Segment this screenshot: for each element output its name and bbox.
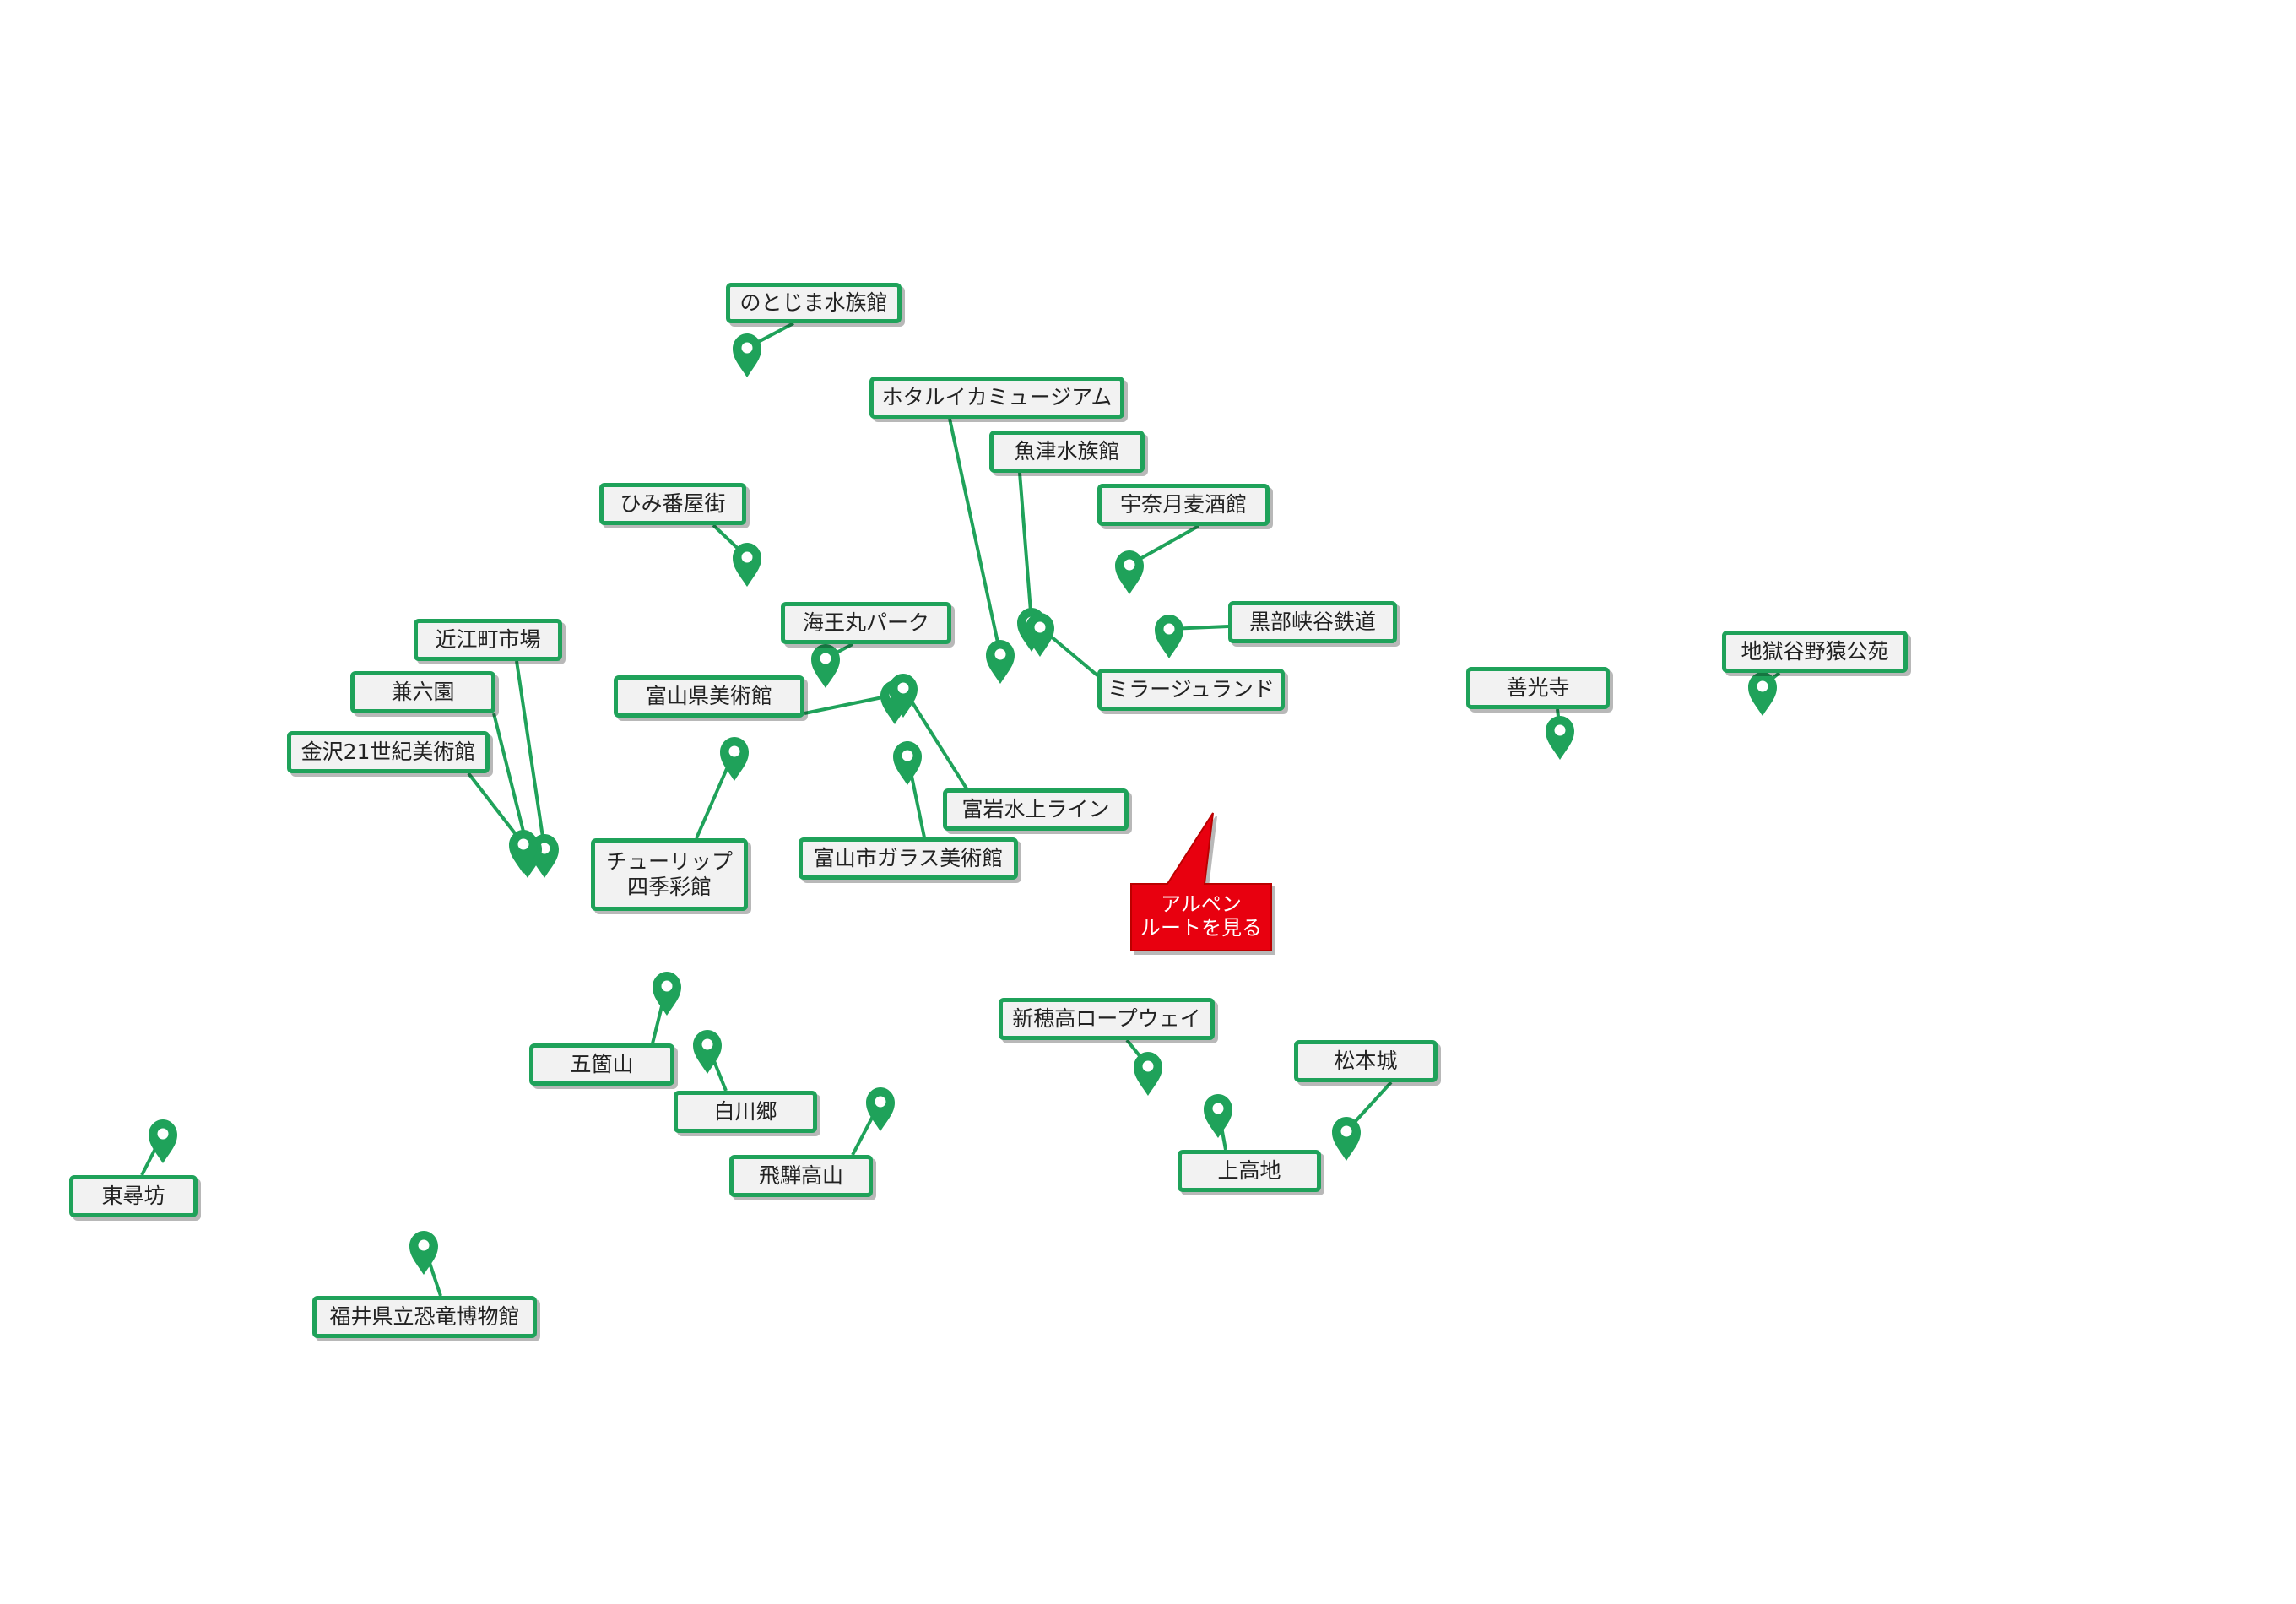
- spot-label-shirakawago[interactable]: 白川郷: [674, 1091, 817, 1133]
- leader-line-toyama-art-museum: [804, 693, 896, 715]
- spot-label-jigokudani[interactable]: 地獄谷野猿公苑: [1722, 631, 1908, 673]
- spot-label-unazuki-beer[interactable]: 宇奈月麦酒館: [1097, 484, 1270, 526]
- spot-label-kurobe-railway[interactable]: 黒部峡谷鉄道: [1228, 601, 1397, 643]
- spot-label-shinhotaka[interactable]: 新穂高ロープウェイ: [999, 998, 1215, 1040]
- spot-label-text: ミラージュランド: [1107, 677, 1275, 702]
- spot-label-fukui-dinosaur[interactable]: 福井県立恐竜博物館: [312, 1296, 537, 1338]
- spot-label-text: のとじま水族館: [739, 290, 888, 315]
- spot-label-toyama-art-museum[interactable]: 富山県美術館: [614, 675, 804, 718]
- leader-line-fugan-water-line: [902, 686, 968, 790]
- spot-label-kaiomaru-park[interactable]: 海王丸パーク: [781, 602, 951, 644]
- spot-label-text: 富山県美術館: [645, 684, 772, 708]
- spot-label-text: ホタルイカミュージアム: [881, 385, 1113, 409]
- spot-label-mirage-land[interactable]: ミラージュランド: [1097, 669, 1285, 711]
- leader-line-hotaruika-museum: [948, 418, 1002, 655]
- spot-label-text: 善光寺: [1506, 675, 1570, 700]
- spot-label-fugan-water-line[interactable]: 富岩水上ライン: [943, 788, 1129, 831]
- leader-line-omicho-market: [515, 660, 546, 849]
- spot-label-kamikochi[interactable]: 上高地: [1178, 1150, 1321, 1192]
- spot-label-text: 福井県立恐竜博物館: [329, 1304, 520, 1329]
- spot-label-text: 地獄谷野猿公苑: [1741, 639, 1889, 664]
- spot-label-uozu-aquarium[interactable]: 魚津水族館: [989, 431, 1145, 473]
- spot-label-text: 金沢21世紀美術館: [301, 740, 476, 764]
- spot-label-text: 四季彩館: [626, 875, 712, 899]
- spot-label-text: 白川郷: [713, 1099, 777, 1124]
- leader-line-kenrokuen: [492, 713, 529, 849]
- spot-label-text: 富山市ガラス美術館: [813, 846, 1004, 870]
- leader-line-uozu-aquarium: [1018, 472, 1033, 623]
- spot-label-hotaruika-museum[interactable]: ホタルイカミュージアム: [869, 377, 1124, 419]
- spot-label-himi-banya[interactable]: ひみ番屋街: [599, 483, 746, 525]
- spot-label-text: 海王丸パーク: [802, 610, 929, 635]
- spot-label-toyama-glass[interactable]: 富山市ガラス美術館: [799, 837, 1018, 880]
- spot-label-text: 富岩水上ライン: [961, 797, 1110, 821]
- spot-label-text: 五箇山: [570, 1052, 634, 1076]
- spot-label-text: ひみ番屋街: [620, 491, 726, 516]
- spot-label-text: 上高地: [1217, 1158, 1281, 1183]
- spot-label-text: 宇奈月麦酒館: [1119, 492, 1247, 517]
- spot-label-text: 松本城: [1334, 1049, 1398, 1073]
- spot-label-text: 魚津水族館: [1014, 439, 1120, 463]
- spot-label-text: 近江町市場: [435, 627, 541, 652]
- spot-label-hida-takayama[interactable]: 飛騨高山: [729, 1155, 873, 1197]
- spot-label-text: 兼六園: [391, 680, 455, 704]
- spot-label-kanazawa-21c[interactable]: 金沢21世紀美術館: [287, 731, 490, 773]
- spot-label-text: 新穂高ロープウェイ: [1012, 1006, 1201, 1031]
- spot-label-gokayama[interactable]: 五箇山: [529, 1043, 674, 1086]
- spot-label-kenrokuen[interactable]: 兼六園: [350, 671, 495, 713]
- spot-label-tojinbo[interactable]: 東尋坊: [69, 1175, 198, 1217]
- spot-label-text: 黒部峡谷鉄道: [1248, 610, 1376, 634]
- leader-line-kanazawa-21c: [467, 772, 525, 846]
- spot-label-text: 東尋坊: [101, 1184, 165, 1208]
- spot-label-text: 飛騨高山: [758, 1163, 843, 1188]
- spot-label-notojima-aquarium[interactable]: のとじま水族館: [726, 283, 902, 323]
- spot-label-omicho-market[interactable]: 近江町市場: [414, 619, 562, 661]
- spot-label-text: チューリップ: [605, 849, 733, 874]
- spot-label-zenkoji[interactable]: 善光寺: [1466, 667, 1610, 709]
- spot-label-matsumoto-castle[interactable]: 松本城: [1294, 1040, 1438, 1082]
- spot-label-tulip-museum[interactable]: チューリップ四季彩館: [591, 838, 748, 911]
